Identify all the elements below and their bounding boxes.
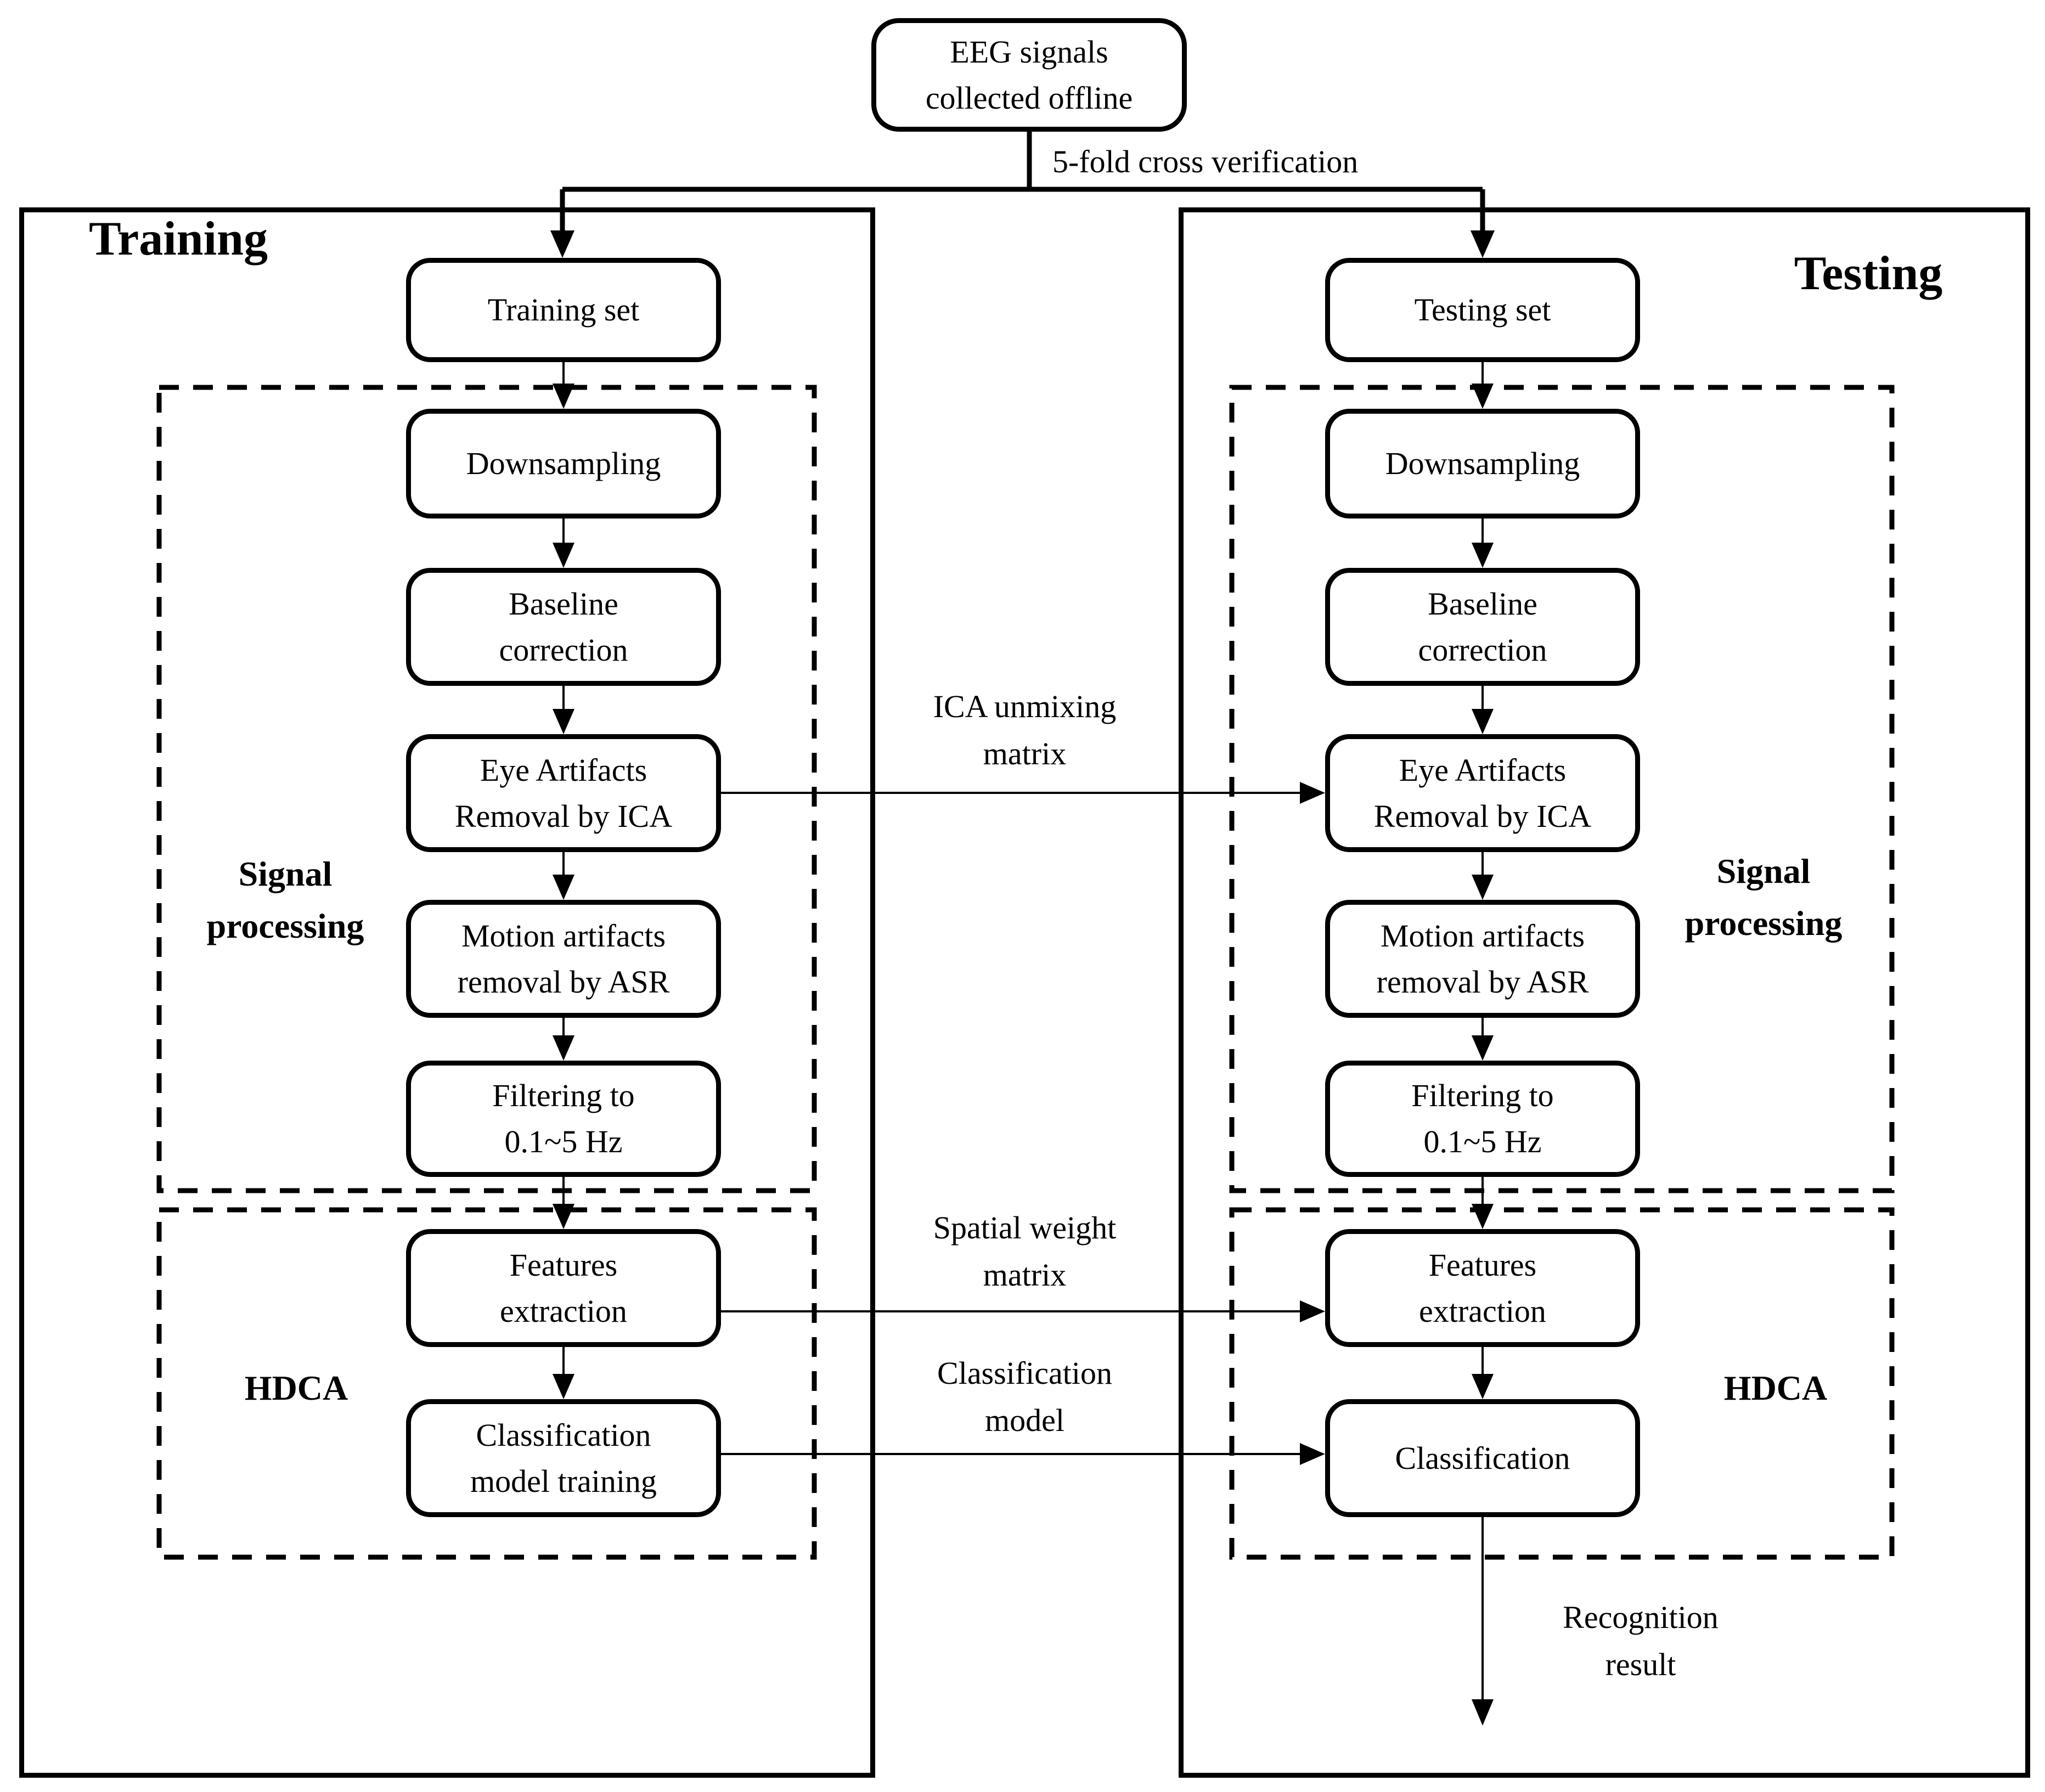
training-step-classification-model-training: Classification model training bbox=[406, 1399, 721, 1517]
testing-column-arrows bbox=[1472, 362, 1494, 1399]
training-hdca-group-box bbox=[156, 1207, 817, 1560]
training-panel-title: Training bbox=[88, 212, 268, 266]
training-hdca-label: HDCA bbox=[244, 1368, 348, 1407]
training-step-downsampling: Downsampling bbox=[406, 409, 721, 519]
recognition-arrow bbox=[1472, 1517, 1494, 1726]
testing-step-classification: Classification bbox=[1325, 1399, 1640, 1517]
testing-step-eye-artifacts-ica: Eye Artifacts Removal by ICA bbox=[1325, 734, 1640, 852]
testing-hdca-group-box bbox=[1229, 1207, 1895, 1560]
testing-signal-processing-group-box bbox=[1229, 385, 1895, 1193]
testing-step-motion-artifacts-asr: Motion artifacts removal by ASR bbox=[1325, 900, 1640, 1018]
training-set-box: Training set bbox=[406, 258, 721, 362]
training-step-eye-artifacts-ica: Eye Artifacts Removal by ICA bbox=[406, 734, 721, 852]
training-step-baseline-correction: Baseline correction bbox=[406, 568, 721, 686]
testing-panel-title: Testing bbox=[1794, 247, 1943, 300]
arrowhead-into-testing-set bbox=[1471, 230, 1495, 258]
recognition-result-label: Recognition result bbox=[1563, 1599, 1719, 1682]
training-signal-processing-label: Signal processing bbox=[206, 854, 364, 945]
testing-step-downsampling: Downsampling bbox=[1325, 409, 1640, 519]
eeg-source-box: EEG signals collected offline bbox=[871, 18, 1187, 132]
training-step-filtering: Filtering to 0.1~5 Hz bbox=[406, 1061, 721, 1177]
ica-unmixing-matrix-label: ICA unmixing matrix bbox=[933, 689, 1117, 771]
training-column-arrows bbox=[553, 362, 574, 1399]
arrowhead-into-training-set bbox=[550, 230, 574, 258]
testing-hdca-label: HDCA bbox=[1723, 1368, 1828, 1407]
testing-set-box: Testing set bbox=[1325, 258, 1640, 362]
testing-signal-processing-label: Signal processing bbox=[1685, 852, 1843, 943]
split-wire bbox=[560, 129, 1485, 233]
spatial-weight-matrix-label: Spatial weight matrix bbox=[933, 1210, 1117, 1293]
testing-step-filtering: Filtering to 0.1~5 Hz bbox=[1325, 1061, 1640, 1177]
training-step-features-extraction: Features extraction bbox=[406, 1229, 721, 1347]
classification-model-label: Classification model bbox=[937, 1355, 1112, 1438]
testing-panel bbox=[1179, 207, 2030, 1778]
training-panel bbox=[19, 207, 875, 1778]
training-signal-processing-group-box bbox=[156, 385, 817, 1193]
testing-step-features-extraction: Features extraction bbox=[1325, 1229, 1640, 1347]
testing-step-baseline-correction: Baseline correction bbox=[1325, 568, 1640, 686]
training-step-motion-artifacts-asr: Motion artifacts removal by ASR bbox=[406, 900, 721, 1018]
split-label: 5-fold cross verification bbox=[1052, 144, 1359, 179]
transfer-arrows bbox=[721, 782, 1325, 1465]
